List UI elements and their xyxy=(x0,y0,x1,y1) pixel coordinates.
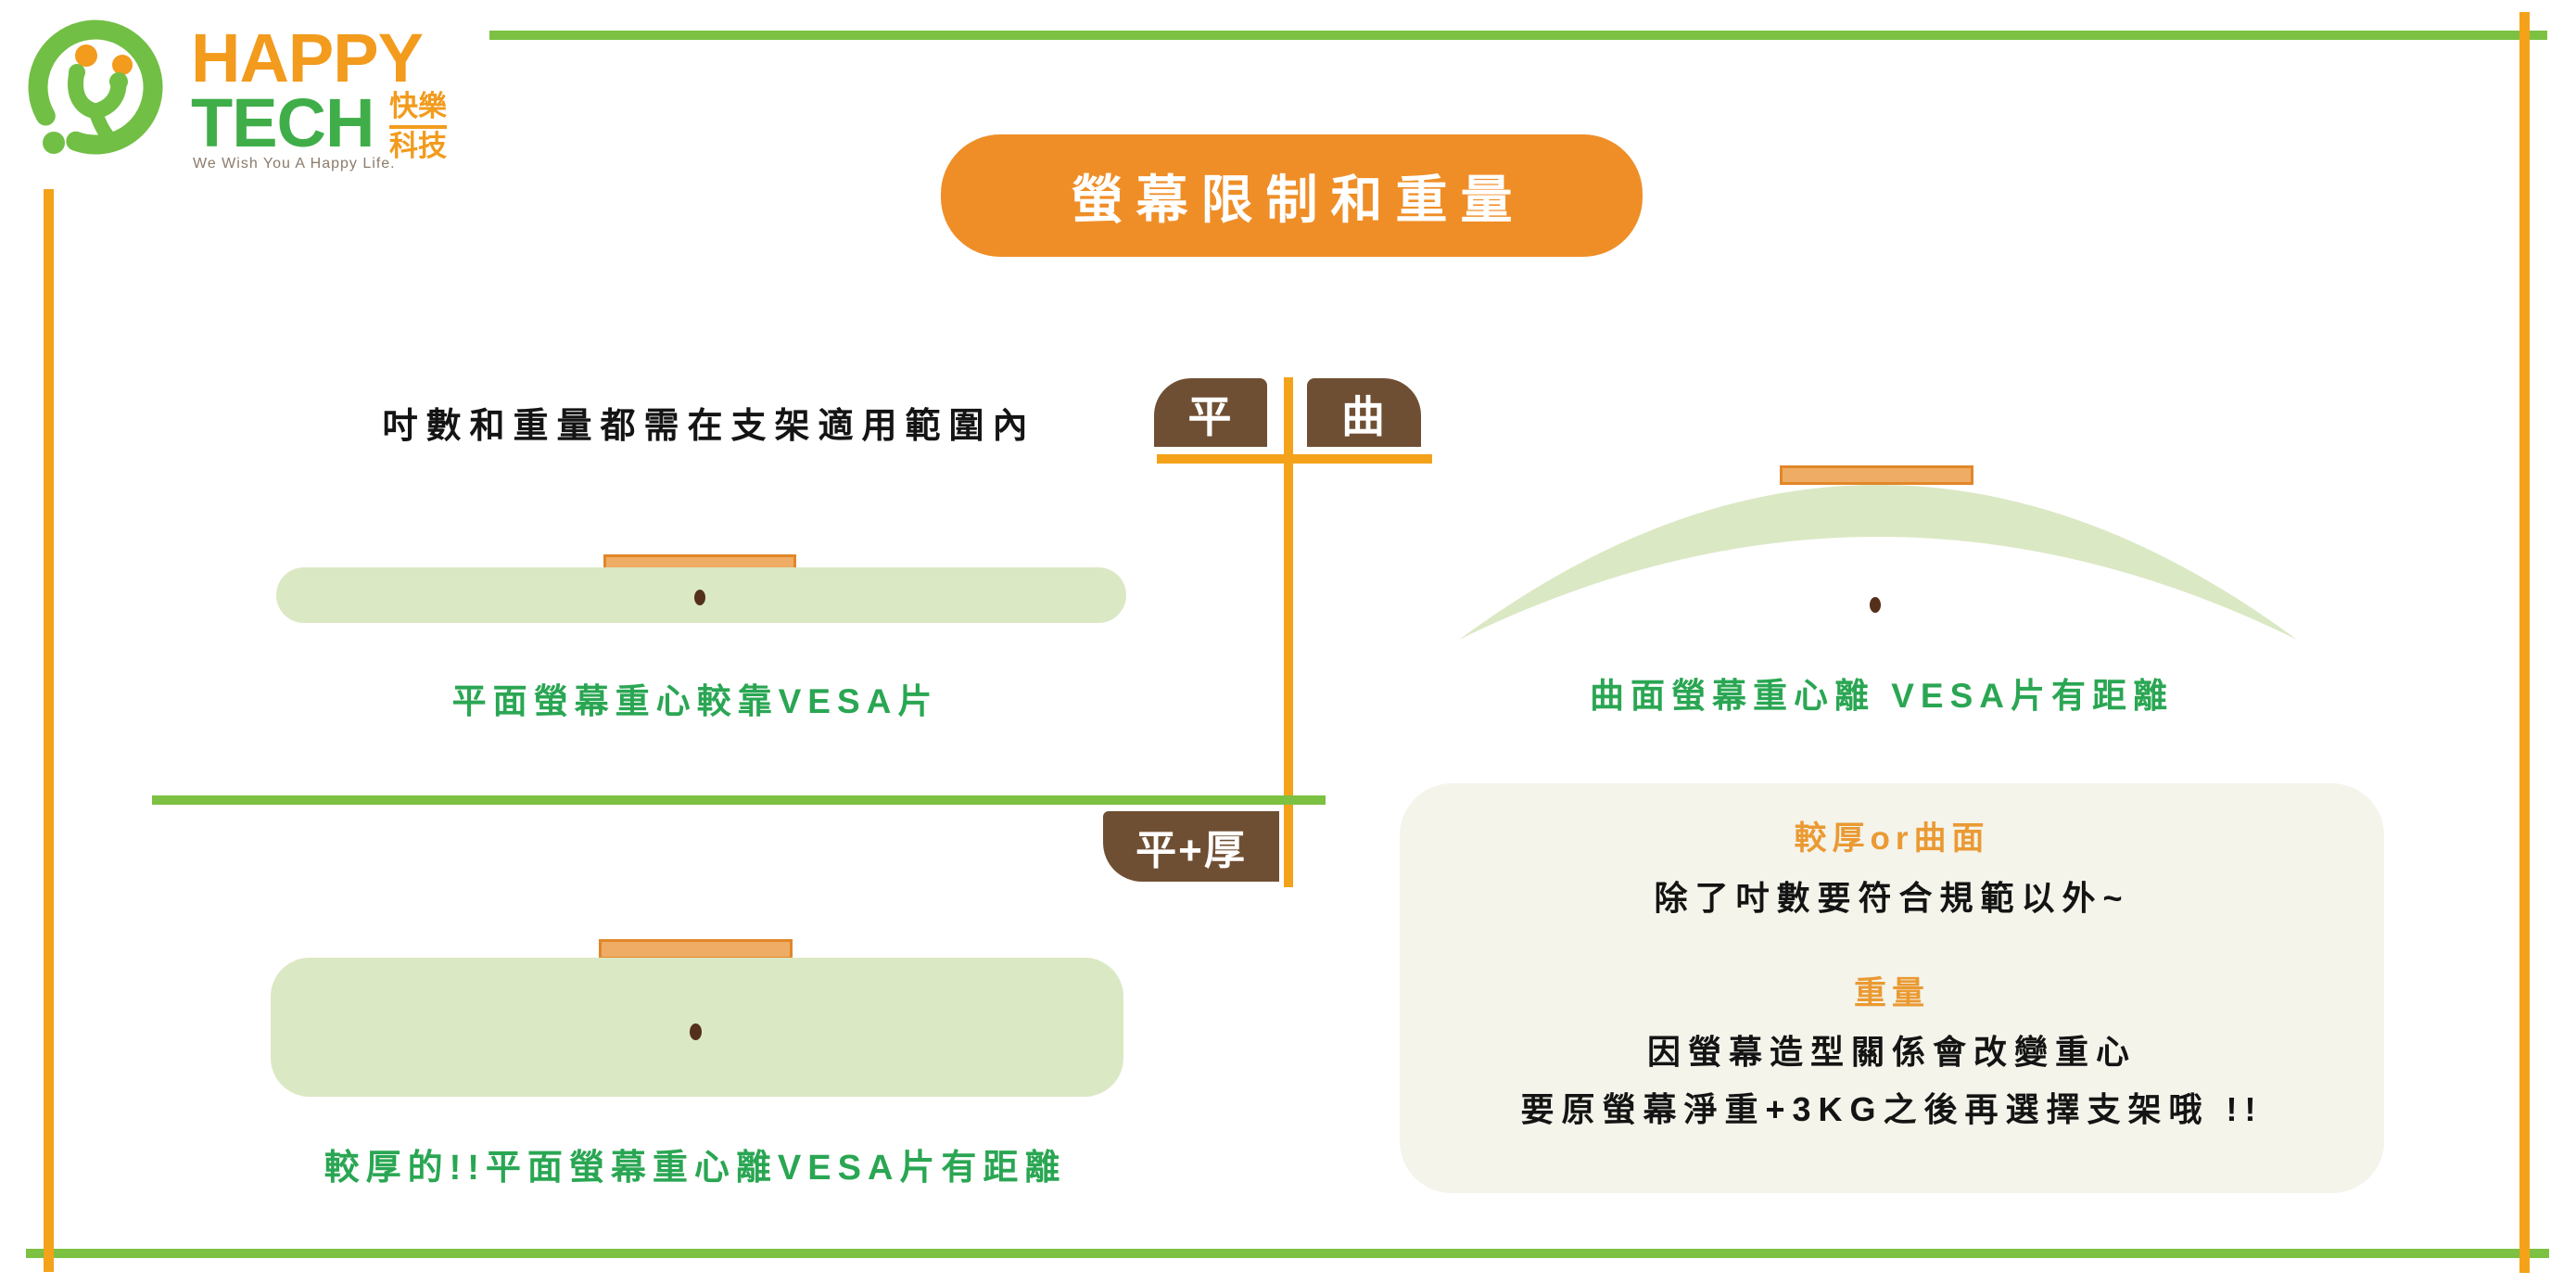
logo-chinese-name: 快樂 科技 xyxy=(389,91,447,162)
intro-heading: 吋數和重量都需在支架適用範圍內 xyxy=(382,407,1036,446)
vesa-plate xyxy=(599,939,793,960)
frame-line-bottom xyxy=(26,1249,2549,1258)
logo-cn-top: 快樂 xyxy=(389,91,447,129)
logo-tagline: We Wish You A Happy Life. xyxy=(193,156,396,172)
flat-monitor-caption: 平面螢幕重心較靠VESA片 xyxy=(451,682,939,720)
note-line-gravity-shift: 因螢幕造型關係會改變重心 xyxy=(1646,1033,2137,1071)
curved-monitor-caption: 曲面螢幕重心離 VESA片有距離 xyxy=(1589,677,2175,715)
center-of-gravity-dot xyxy=(1870,597,1881,613)
note-heading-thick-or-curved: 較厚or曲面 xyxy=(1794,820,1990,857)
thick-monitor-caption: 較厚的!!平面螢幕重心離VESA片有距離 xyxy=(324,1149,1067,1188)
center-of-gravity-dot xyxy=(690,1023,702,1040)
logo-tech-text: TECH xyxy=(191,84,374,161)
tab-flat: 平 xyxy=(1154,378,1267,447)
happytech-logo-icon xyxy=(28,19,163,155)
tabs-underline xyxy=(1157,454,1432,464)
note-heading-weight: 重量 xyxy=(1853,975,1930,1011)
page-title: 螢幕限制和重量 xyxy=(941,134,1643,257)
note-box xyxy=(1400,783,2384,1193)
frame-line-top xyxy=(489,31,2547,40)
frame-line-right xyxy=(2519,12,2530,1273)
logo-happy-text: HAPPY xyxy=(191,19,424,96)
logo-cn-bottom: 科技 xyxy=(389,129,447,162)
center-of-gravity-dot xyxy=(694,590,705,605)
tab-curved: 曲 xyxy=(1307,378,1421,447)
note-line-size-rule: 除了吋數要符合規範以外~ xyxy=(1654,879,2130,917)
tab-flat-thick: 平+厚 xyxy=(1103,811,1279,882)
divider-vertical-line xyxy=(1284,377,1293,887)
frame-line-left xyxy=(44,189,54,1272)
note-line-add-3kg: 要原螢幕淨重+3KG之後再選擇支架哦 !! xyxy=(1520,1090,2264,1128)
curved-monitor-shape xyxy=(1459,485,2297,640)
divider-horizontal-line xyxy=(152,795,1326,805)
vesa-plate xyxy=(1780,465,1973,485)
